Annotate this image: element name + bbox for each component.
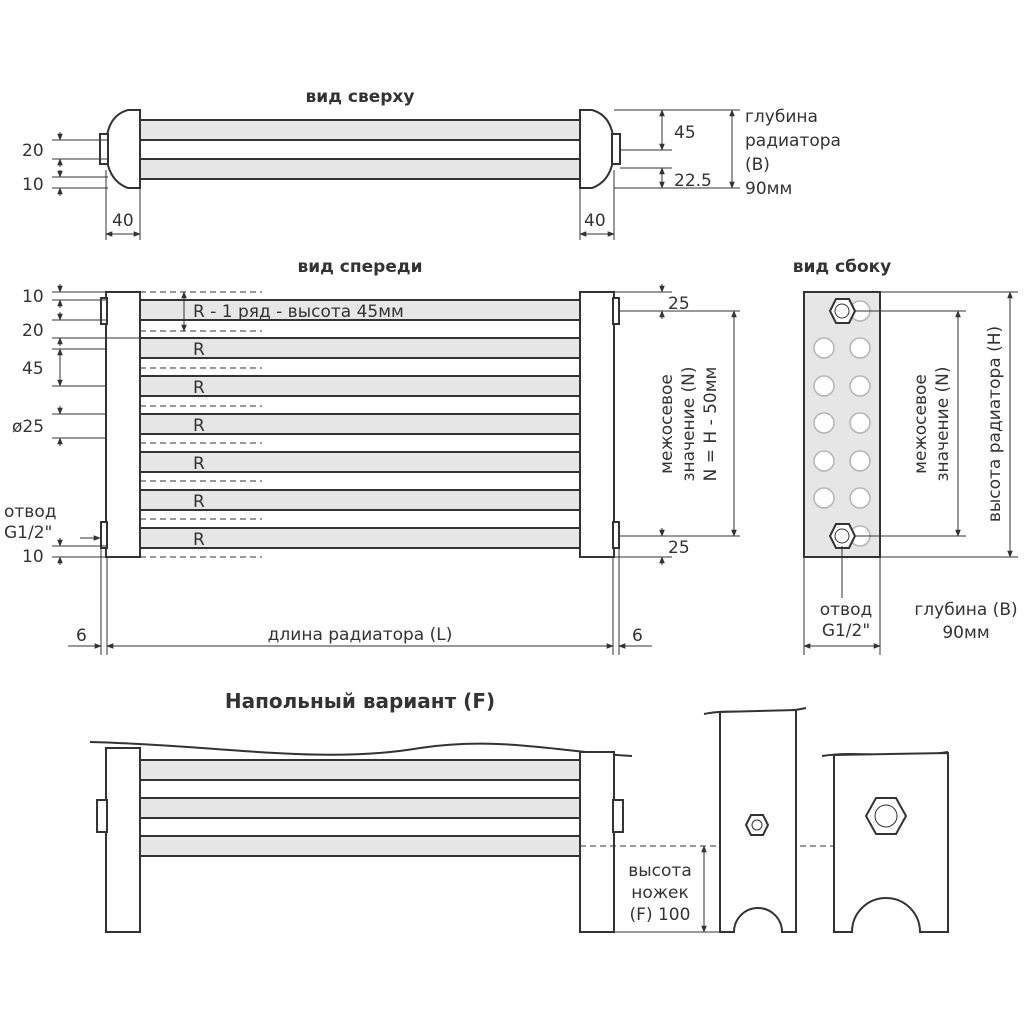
floor-break-line [89, 741, 633, 757]
top-tube-1 [139, 119, 581, 141]
front-dim-25-bottom: 25 [668, 538, 690, 558]
front-row-note: R - 1 ряд - высота 45мм [193, 302, 404, 322]
top-left-nut [99, 133, 109, 165]
side-top-fitting-icon [828, 298, 857, 324]
front-tube-3 [139, 375, 581, 397]
side-tube-end-1-0 [813, 337, 835, 359]
side-tube-end-5-1 [849, 487, 871, 509]
floor-leg-label-3: (F) 100 [630, 905, 691, 925]
row-mark-6: R [193, 530, 205, 550]
front-outlet-1: отвод [4, 502, 56, 522]
row-mark-2: R [193, 378, 205, 398]
top-view: вид сверху 20 10 40 40 [22, 87, 841, 240]
side-axis-label-1: межосевое [911, 374, 931, 474]
front-outlet-2: G1/2" [4, 523, 52, 543]
top-dim-45: 45 [674, 123, 696, 143]
front-axis-label-1: межосевое [657, 374, 677, 474]
top-dim-20: 20 [22, 141, 44, 161]
front-tube-6 [139, 489, 581, 511]
side-tube-end-3-1 [849, 412, 871, 434]
front-axis-label-2: значение (N) [679, 366, 699, 481]
front-axis-label-3: N = H - 50мм [701, 367, 721, 482]
top-dim-40-right: 40 [584, 211, 606, 231]
leg2-body [833, 751, 949, 933]
front-view-title: вид спереди [297, 257, 422, 277]
top-left-cap [104, 109, 141, 189]
side-height-label: высота радиатора (H) [985, 326, 1005, 522]
floor-left-nut [96, 799, 108, 833]
front-dim-10-bottom: 10 [22, 547, 44, 567]
top-right-cap [579, 109, 616, 189]
side-bottom-fitting-icon [828, 523, 857, 549]
row-mark-1: R [193, 340, 205, 360]
side-tube-end-4-1 [849, 450, 871, 472]
leg1-fitting-icon [744, 814, 770, 836]
front-dim-d25: ø25 [12, 417, 44, 437]
front-dim-10-top: 10 [22, 287, 44, 307]
front-length-label: длина радиатора (L) [268, 625, 453, 645]
floor-leg-label-1: высота [628, 861, 692, 881]
top-depth-label-4: 90мм [745, 179, 792, 199]
side-tube-end-5-0 [813, 487, 835, 509]
row-mark-5: R [193, 492, 205, 512]
top-view-title: вид сверху [306, 87, 415, 107]
top-tube-2 [139, 158, 581, 180]
floor-tube-2 [139, 797, 581, 819]
side-outlet-2: G1/2" [822, 621, 870, 641]
floor-tube-3 [139, 835, 581, 857]
row-mark-3: R [193, 416, 205, 436]
front-dim-45: 45 [22, 359, 44, 379]
front-left-nut-top [100, 297, 108, 325]
floor-leg-label-2: ножек [631, 883, 689, 903]
floor-right-post [579, 751, 615, 933]
front-tube-4 [139, 413, 581, 435]
front-right-post [579, 291, 615, 558]
floor-variant: Напольный вариант (F) высота ножек (F) 1… [89, 689, 949, 933]
front-dim-20: 20 [22, 321, 44, 341]
row-mark-4: R [193, 454, 205, 474]
floor-variant-title: Напольный вариант (F) [225, 689, 495, 713]
front-tube-7 [139, 527, 581, 549]
top-right-nut [611, 133, 621, 165]
floor-left-post [105, 747, 141, 933]
front-right-nut-top [612, 297, 620, 325]
top-depth-label-2: радиатора [745, 131, 841, 151]
front-tube-5 [139, 451, 581, 473]
side-outlet-1: отвод [820, 600, 872, 620]
top-dim-40-left: 40 [112, 211, 134, 231]
top-dim-22-5: 22.5 [674, 171, 712, 191]
front-dim-6-right: 6 [632, 626, 643, 646]
front-dim-25-top: 25 [668, 294, 690, 314]
front-tube-2 [139, 337, 581, 359]
side-tube-end-3-0 [813, 412, 835, 434]
front-left-post [105, 291, 141, 558]
side-tube-end-4-0 [813, 450, 835, 472]
front-right-nut-bottom [612, 521, 620, 549]
top-dim-10: 10 [22, 175, 44, 195]
front-left-nut-bottom [100, 521, 108, 549]
side-view-title: вид сбоку [793, 257, 892, 277]
front-view: вид спереди R - 1 ряд - высота 45мм R R … [4, 257, 740, 655]
side-depth-2: 90мм [942, 623, 989, 643]
side-view: вид сбоку межосевое значение (N) высота … [793, 257, 1018, 655]
side-depth-1: глубина (B) [914, 600, 1017, 620]
front-dim-6-left: 6 [76, 626, 87, 646]
floor-tube-1 [139, 759, 581, 781]
top-depth-label-3: (B) [745, 155, 770, 175]
front-tubes [139, 299, 581, 549]
side-axis-label-2: значение (N) [933, 366, 953, 481]
side-tube-end-2-0 [813, 375, 835, 397]
side-tube-end-2-1 [849, 375, 871, 397]
floor-right-nut [612, 799, 624, 833]
side-tube-end-1-1 [849, 337, 871, 359]
leg2-fitting-icon [864, 797, 908, 835]
top-depth-label-1: глубина [745, 107, 818, 127]
